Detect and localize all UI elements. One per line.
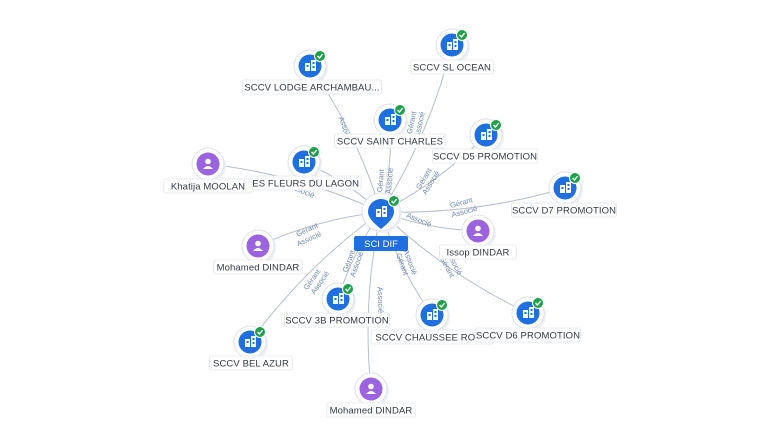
center-verified-icon <box>388 195 400 207</box>
company-d5-verified-icon <box>490 119 502 131</box>
center-node[interactable]: SCI DIF <box>354 192 408 251</box>
company-saintcharles-building-icon <box>385 114 396 125</box>
company-saintcharles-verified-icon <box>394 104 406 116</box>
company-d5-label: SCCV D5 PROMOTION <box>433 152 537 163</box>
person-issop-label-bg <box>438 244 517 260</box>
company-node-lodge[interactable]: SCCV LODGE ARCHAMBAU... <box>242 49 382 95</box>
company-d7-label: SCCV D7 PROMOTION <box>512 206 616 217</box>
edge-d7 <box>380 187 566 213</box>
company-belazur-verified-icon <box>254 326 266 338</box>
company-d6-label: SCCV D6 PROMOTION <box>476 331 580 342</box>
company-d7-label-bg <box>510 202 617 218</box>
person-khatija-label: Khatija MOOLAN <box>171 182 245 193</box>
person-khatija-person-icon <box>203 158 213 169</box>
center-label: SCI DIF <box>364 239 398 250</box>
company-slocean-label: SCCV SL OCEAN <box>413 63 491 74</box>
company-lodge-building-icon <box>305 60 316 71</box>
edge-label-saintcharles-1: Associé <box>384 167 395 194</box>
person-khatija-label-bg <box>163 178 253 194</box>
company-fleurs-building-icon <box>299 156 310 167</box>
company-belazur-label-bg <box>209 355 293 371</box>
company-lodge-verified-icon <box>314 50 326 62</box>
company-b3-building-icon <box>333 293 344 304</box>
company-d7-building-icon <box>560 182 571 193</box>
company-fleurs-label: LES FLEURS DU LAGON <box>247 179 359 190</box>
person-mohamed1-label-bg <box>213 259 303 275</box>
edge-belazur <box>249 211 382 343</box>
company-saintcharles-label-bg <box>334 133 446 149</box>
center-label-bg <box>354 236 408 251</box>
company-chaussee-verified-icon <box>436 299 448 311</box>
company-node-belazur[interactable]: SCCV BEL AZUR <box>209 325 293 371</box>
person-node-khatija[interactable]: Khatija MOOLAN <box>163 147 253 194</box>
company-b3-label: SCCV 3B PROMOTION <box>285 316 389 327</box>
person-mohamed1-label: Mohamed DINDAR <box>217 263 300 274</box>
company-lodge-label: SCCV LODGE ARCHAMBAU... <box>244 83 379 94</box>
company-d5-building-icon <box>481 129 492 140</box>
edge-label-issop-0: Associé <box>405 211 433 229</box>
company-node-d6[interactable]: SCCV D6 PROMOTION <box>474 296 581 343</box>
person-mohamed2-person-icon <box>366 383 376 394</box>
center-building-icon <box>376 206 387 217</box>
company-node-b3[interactable]: SCCV 3B PROMOTION <box>283 282 390 328</box>
person-mohamed2-label-bg <box>326 402 416 418</box>
company-node-slocean[interactable]: SCCV SL OCEAN <box>410 28 494 75</box>
edge-label-saintcharles-0: Gérant <box>375 168 386 193</box>
company-node-chaussee[interactable]: SCCV CHAUSSEE ROY... <box>370 298 494 345</box>
company-chaussee-label: SCCV CHAUSSEE ROY... <box>375 333 488 344</box>
company-d7-verified-icon <box>569 172 581 184</box>
company-b3-label-bg <box>283 312 390 328</box>
person-issop-label: Issop DINDAR <box>447 248 510 259</box>
company-d6-verified-icon <box>532 297 544 309</box>
company-slocean-building-icon <box>447 39 458 50</box>
company-node-d5[interactable]: SCCV D5 PROMOTION <box>431 118 538 164</box>
company-node-saintcharles[interactable]: SCCV SAINT CHARLES <box>334 103 446 149</box>
person-node-mohamed2[interactable]: Mohamed DINDAR <box>326 372 416 418</box>
nodes-layer: SCCV LODGE ARCHAMBAU... SCCV SL OCEAN SCCV… <box>163 28 617 418</box>
edge-mohamed2 <box>367 211 382 390</box>
company-saintcharles-label: SCCV SAINT CHARLES <box>337 137 443 148</box>
person-mohamed1-person-icon <box>253 240 263 251</box>
person-node-issop[interactable]: Issop DINDAR <box>438 214 517 260</box>
company-d6-label-bg <box>474 327 581 343</box>
company-slocean-verified-icon <box>456 29 468 41</box>
company-node-fleurs[interactable]: LES FLEURS DU LAGON <box>244 145 362 191</box>
company-lodge-label-bg <box>242 79 382 95</box>
company-b3-verified-icon <box>342 283 354 295</box>
company-d6-building-icon <box>523 307 534 318</box>
company-belazur-building-icon <box>245 336 256 347</box>
company-slocean-label-bg <box>410 59 494 75</box>
company-node-d7[interactable]: SCCV D7 PROMOTION <box>510 171 617 218</box>
company-belazur-label: SCCV BEL AZUR <box>213 359 289 370</box>
company-d5-label-bg <box>431 148 538 164</box>
company-fleurs-verified-icon <box>308 146 320 158</box>
person-node-mohamed1[interactable]: Mohamed DINDAR <box>213 229 303 275</box>
person-issop-person-icon <box>473 225 483 236</box>
company-chaussee-building-icon <box>427 309 438 320</box>
edge-label-mohamed2-0: Associé <box>376 287 386 314</box>
person-mohamed2-label: Mohamed DINDAR <box>330 406 413 417</box>
